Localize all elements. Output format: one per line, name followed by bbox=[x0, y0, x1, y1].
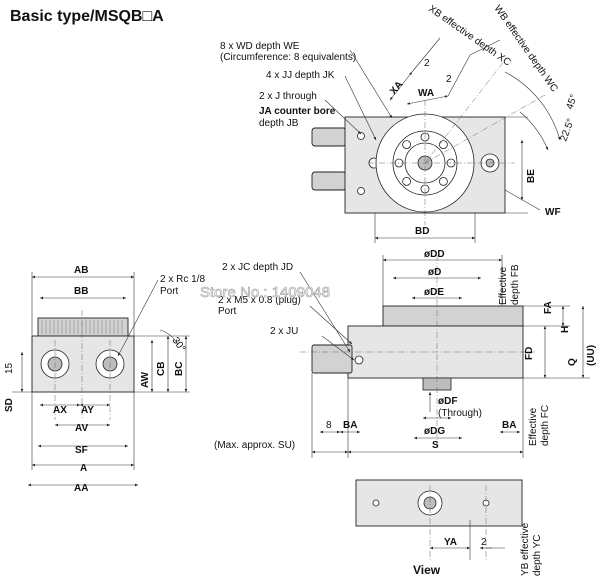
callout-ja-line1: JA counter bore bbox=[259, 106, 336, 117]
callout-j: 2 x J through bbox=[259, 91, 317, 102]
dim-fc-line2: depth FC bbox=[540, 405, 551, 446]
dim-q: Q bbox=[567, 358, 578, 366]
table-hole bbox=[402, 140, 412, 150]
dim-yb-line2: depth YC bbox=[532, 534, 543, 576]
dim-df: øDF bbox=[438, 396, 457, 407]
dim-through: (Through) bbox=[438, 408, 482, 419]
drawing-title: Basic type/MSQB□A bbox=[10, 8, 164, 25]
callout-jj: 4 x JJ depth JK bbox=[266, 70, 335, 81]
dim-yb-line1: YB effective bbox=[520, 522, 531, 576]
dim-aa: AA bbox=[74, 483, 88, 494]
dim-two-b: 2 bbox=[446, 74, 452, 85]
dim-dg: øDG bbox=[424, 426, 445, 437]
dim-bc: BC bbox=[174, 362, 185, 376]
table-hole bbox=[438, 176, 448, 186]
dim-fb-line1: Effective bbox=[498, 266, 509, 305]
dim-ab: AB bbox=[74, 265, 88, 276]
dim-xa: XA bbox=[388, 79, 405, 97]
dim-su: (Max. approx. SU) bbox=[214, 440, 295, 451]
dim-eight: 8 bbox=[326, 420, 332, 431]
callout-m5-line2: Port bbox=[218, 306, 237, 317]
dim-ba-right: BA bbox=[502, 420, 516, 431]
dim-sd: SD bbox=[4, 398, 15, 412]
dim-two-bottom: 2 bbox=[481, 537, 487, 548]
callout-ja-line2: depth JB bbox=[259, 118, 299, 129]
dim-wf: WF bbox=[545, 207, 561, 218]
callout-rc-line1: 2 x Rc 1/8 bbox=[160, 274, 205, 285]
dim-aw: AW bbox=[140, 371, 151, 388]
dim-s: S bbox=[432, 440, 439, 451]
dim-av: AV bbox=[75, 423, 88, 434]
dim-sf: SF bbox=[75, 445, 88, 456]
dim-uu: (UU) bbox=[586, 345, 597, 366]
callout-wd-line2: (Circumference: 8 equivalents) bbox=[220, 52, 356, 63]
dim-wb: WB effective depth WC bbox=[492, 3, 560, 94]
dim-bb: BB bbox=[74, 286, 88, 297]
callout-jc: 2 x JC depth JD bbox=[222, 262, 293, 273]
dim-ax: AX bbox=[53, 405, 67, 416]
dim-h: H bbox=[560, 326, 571, 333]
table-hole bbox=[438, 140, 448, 150]
dim-fc-line1: Effective bbox=[528, 407, 539, 446]
callout-wd-line1: 8 x WD depth WE bbox=[220, 41, 300, 52]
dim-ya: YA bbox=[444, 537, 457, 548]
dim-angle-22: 22.5° bbox=[558, 117, 576, 143]
callout-rc-line2: Port bbox=[160, 286, 179, 297]
dim-d: øD bbox=[428, 267, 441, 278]
dim-ba-left: BA bbox=[343, 420, 357, 431]
dim-de: øDE bbox=[424, 287, 444, 298]
watermark: Store No.: 1409048 bbox=[200, 284, 330, 301]
dim-fifteen: 15 bbox=[4, 362, 15, 374]
bottom-view bbox=[355, 479, 523, 560]
table-hole bbox=[402, 176, 412, 186]
dim-fa: FA bbox=[543, 301, 554, 314]
front-view bbox=[12, 272, 190, 487]
front-view-top-plate bbox=[37, 317, 129, 337]
dim-be: BE bbox=[526, 169, 537, 183]
dim-fd: FD bbox=[524, 347, 535, 360]
dim-ay: AY bbox=[81, 405, 94, 416]
side-view bbox=[299, 255, 590, 458]
dim-fb-line2: depth FB bbox=[510, 264, 521, 305]
dim-cb: CB bbox=[156, 362, 167, 376]
dim-wa: WA bbox=[418, 88, 434, 99]
top-view bbox=[311, 37, 561, 243]
dim-angle-45: 45° bbox=[564, 93, 580, 111]
dim-bd: BD bbox=[415, 226, 429, 237]
view-label: View bbox=[413, 563, 441, 577]
dim-a: A bbox=[80, 463, 87, 474]
callout-ju: 2 x JU bbox=[270, 326, 298, 337]
dim-angle-30: 30° bbox=[170, 335, 188, 354]
dim-dd: øDD bbox=[424, 249, 445, 260]
callout-m5-line1: 2 x M5 x 0.8 (plug) bbox=[218, 295, 301, 306]
dim-two-a: 2 bbox=[424, 58, 430, 69]
